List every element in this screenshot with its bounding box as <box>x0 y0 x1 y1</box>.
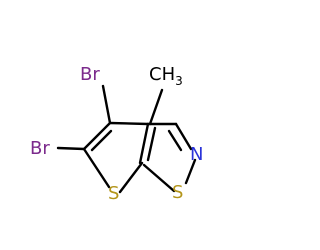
bond-c3a-c6a <box>138 122 150 165</box>
bond-c4-c3a <box>108 121 150 126</box>
bond-n-s2 <box>184 158 197 185</box>
sulfur-label-isothiazole: S <box>172 182 183 203</box>
methyl-label: CH3 <box>149 64 183 88</box>
bond-c3-n-inner <box>167 129 183 152</box>
methyl-subscript: 3 <box>175 74 183 88</box>
bond-c4-c5-inner <box>90 129 113 152</box>
bond-c5-s1 <box>82 147 111 189</box>
bond-c3-n <box>174 122 193 151</box>
bond-c4-br <box>101 84 112 125</box>
sulfur-label-thiophene: S <box>108 183 119 204</box>
bond-c3a-c6a-inner <box>146 126 157 162</box>
bond-c3-methyl <box>148 88 164 126</box>
bond-s1-c6a <box>118 161 144 194</box>
molecule-structure: Br Br CH3 N S S <box>30 64 203 204</box>
bromine-label-lower: Br <box>30 138 50 159</box>
atom-labels: Br Br CH3 N S S <box>30 64 203 204</box>
nitrogen-label: N <box>190 144 203 165</box>
methyl-symbol: CH <box>149 64 175 85</box>
bond-c5-br <box>56 146 86 151</box>
bonds <box>56 84 197 194</box>
bond-c4-c5 <box>82 121 112 151</box>
bromine-label-upper: Br <box>80 64 100 85</box>
bond-s2-c6a <box>142 163 176 193</box>
